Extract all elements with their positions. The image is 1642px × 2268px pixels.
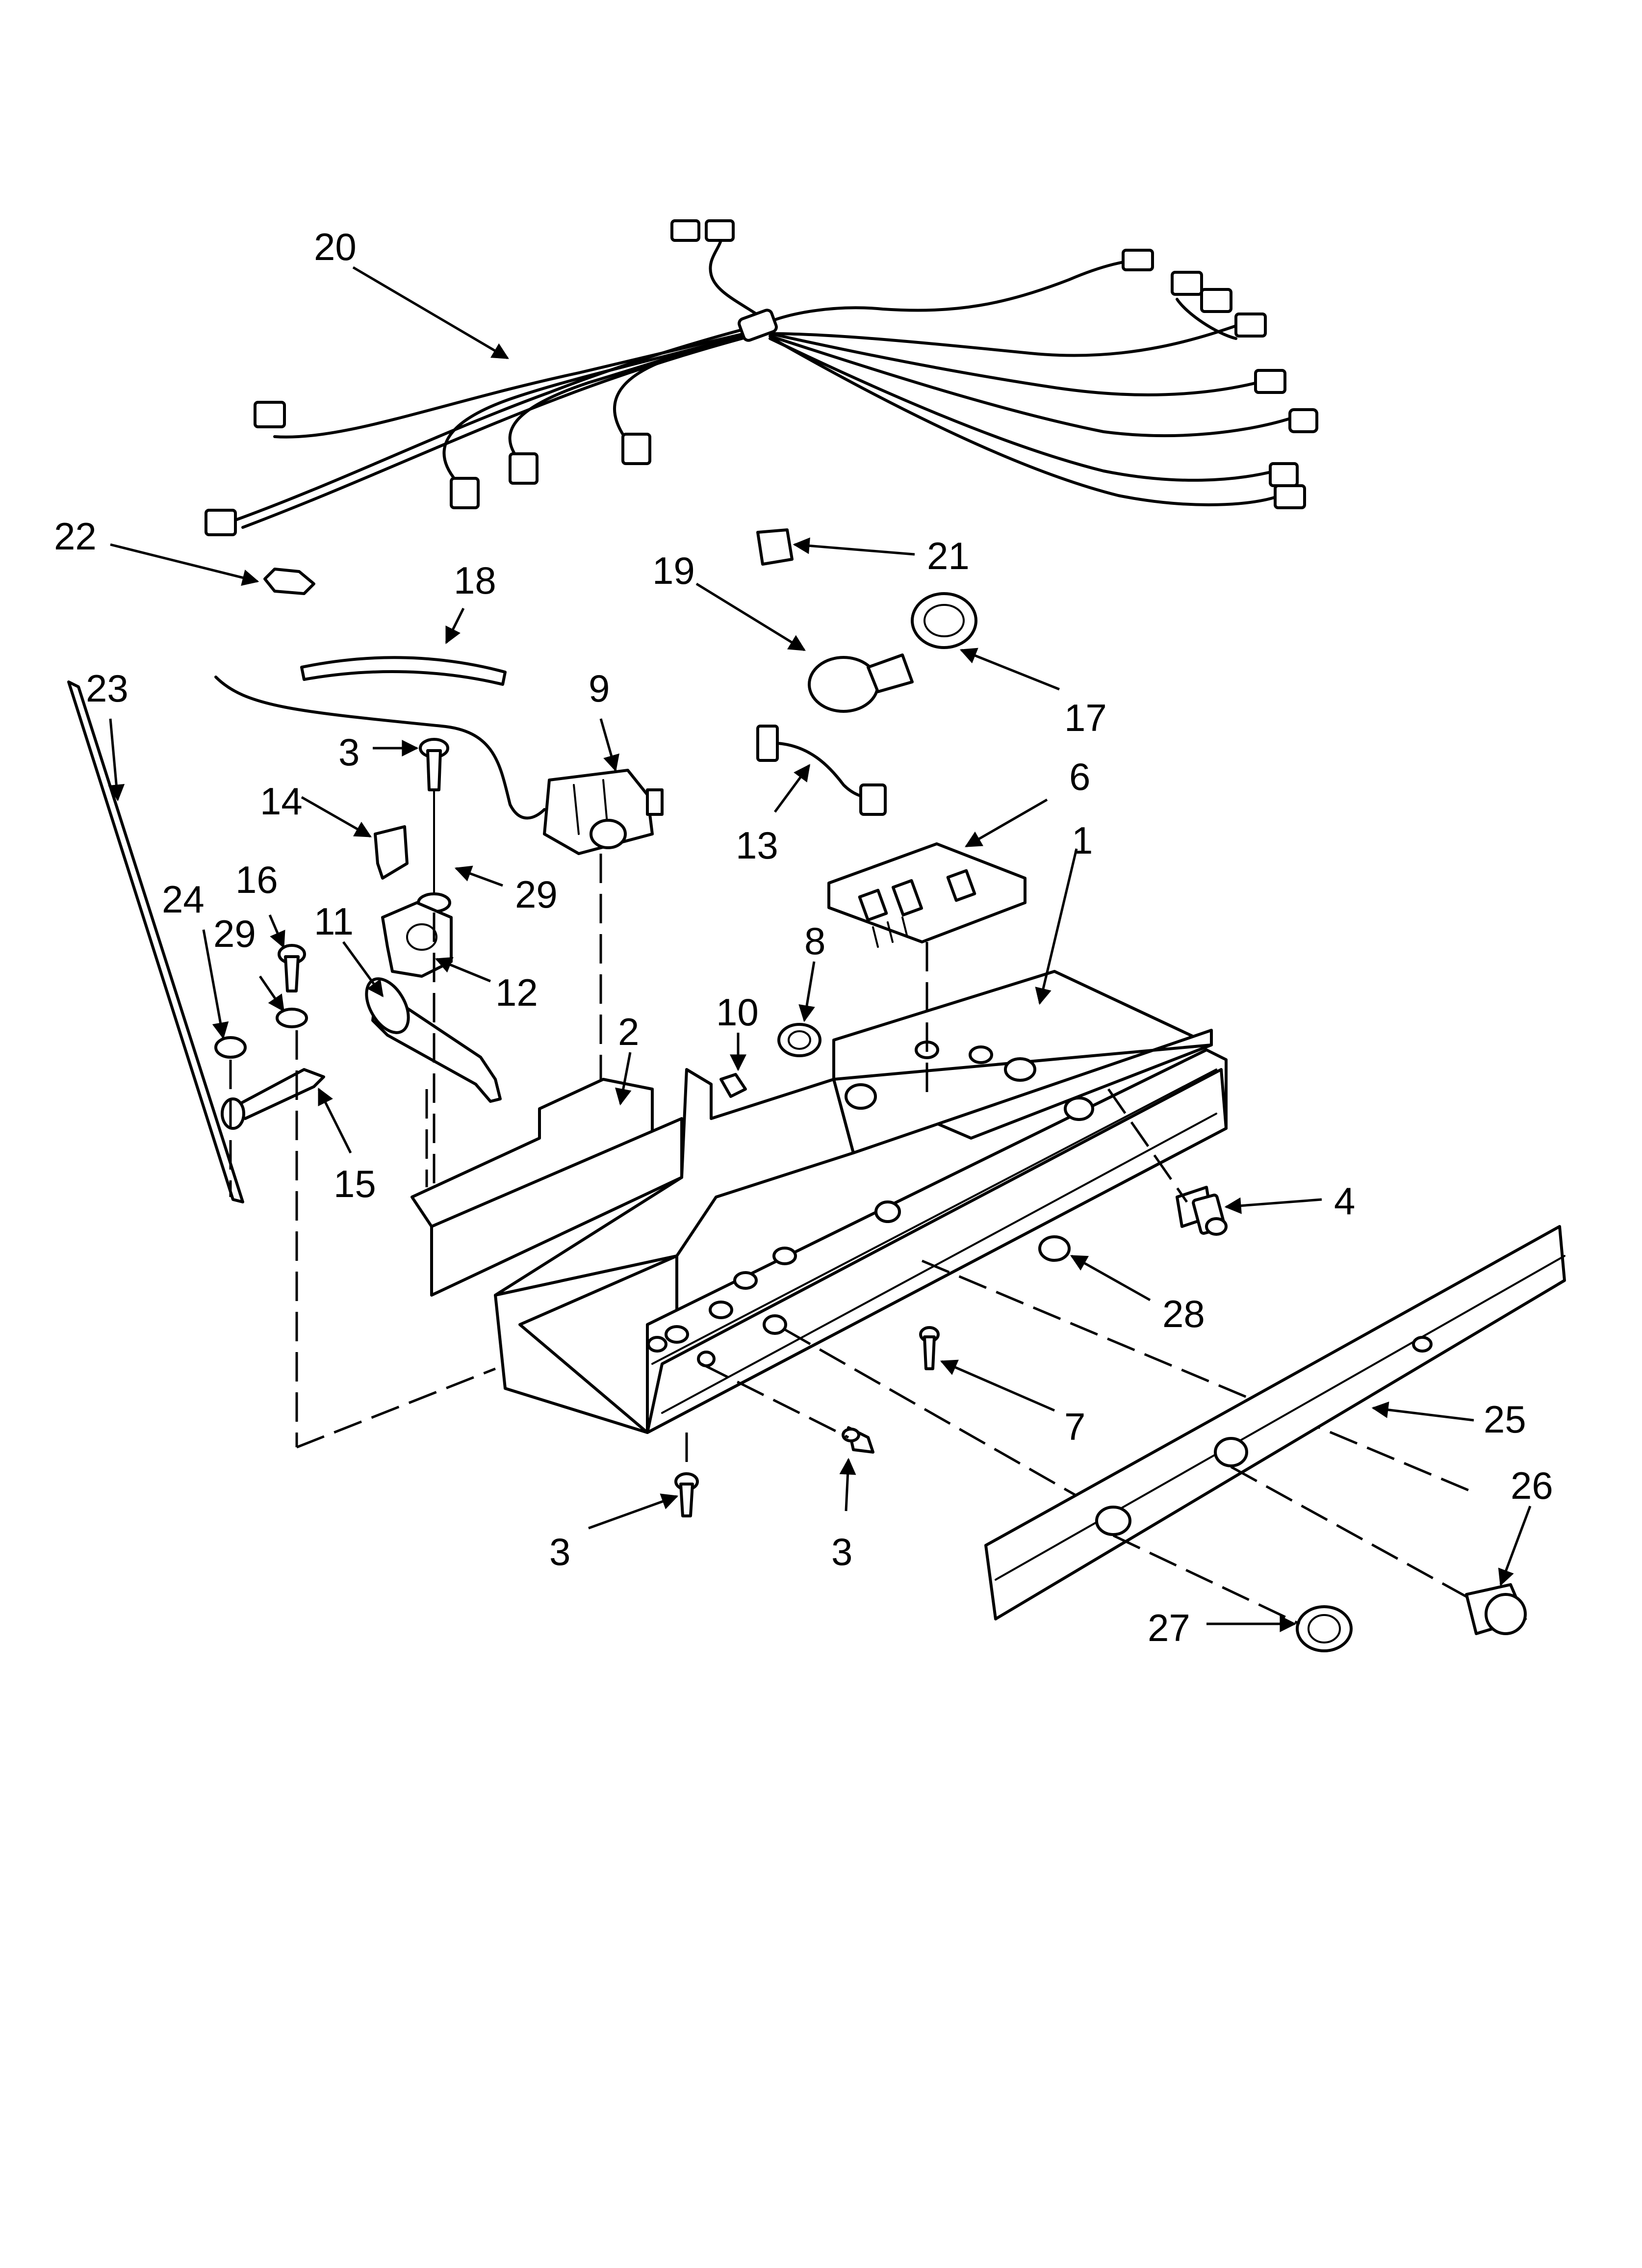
clip-part [263, 568, 315, 595]
callout-29-left: 29 [213, 912, 256, 955]
screw-7 [919, 1326, 940, 1370]
callout-4: 4 [1334, 1179, 1355, 1223]
switch-4 [1176, 1186, 1228, 1236]
callout-8: 8 [804, 919, 825, 963]
callout-22: 22 [54, 515, 97, 558]
lamp-socket [911, 592, 977, 649]
socket-bracket [756, 528, 794, 566]
callout-16: 16 [235, 858, 278, 901]
lens-28 [1038, 1235, 1071, 1262]
callout-21: 21 [927, 534, 970, 577]
screw-10 [719, 1073, 747, 1098]
front-panel [984, 1225, 1566, 1620]
control-board [827, 842, 1026, 948]
callout-15: 15 [334, 1162, 376, 1205]
screw-lower-left [674, 1472, 699, 1517]
callout-7: 7 [1064, 1405, 1085, 1448]
callout-10: 10 [716, 991, 759, 1034]
grommet-8 [777, 1023, 821, 1057]
callout-24: 24 [162, 878, 205, 921]
callout-3-upper: 3 [338, 730, 359, 774]
bracket-2 [410, 1078, 683, 1297]
callout-9: 9 [589, 667, 610, 710]
washer-24 [214, 1036, 247, 1059]
callout-20: 20 [314, 225, 357, 268]
wire-jumper [756, 725, 887, 816]
callout-19: 19 [652, 549, 695, 592]
shaft-11 [365, 977, 502, 1103]
tube-part [300, 656, 507, 686]
callout-13: 13 [736, 824, 778, 867]
screw-lower-right [842, 1426, 874, 1454]
callout-25: 25 [1484, 1398, 1526, 1441]
clip-14 [374, 825, 409, 880]
callout-28: 28 [1162, 1292, 1205, 1335]
temperature-control [543, 769, 664, 855]
callout-17: 17 [1064, 696, 1107, 739]
callout-labels: 20 22 21 18 19 17 23 9 3 14 13 6 29 16 2… [54, 225, 1553, 1649]
knob-27 [1296, 1605, 1353, 1652]
capillary-tube [214, 676, 546, 820]
light-bulb [808, 653, 914, 713]
callout-14: 14 [260, 780, 303, 823]
screw-upper [417, 738, 451, 913]
callout-2: 2 [618, 1010, 639, 1053]
screw-16 [278, 944, 306, 992]
washer-29-left [276, 1008, 308, 1028]
callout-26: 26 [1511, 1464, 1553, 1507]
rod-23 [67, 680, 244, 1203]
bracket-12 [381, 901, 453, 978]
callout-11: 11 [314, 900, 354, 943]
callout-3-lower-right: 3 [831, 1530, 852, 1573]
knob-26 [1465, 1583, 1527, 1635]
callout-29-right: 29 [515, 873, 558, 916]
callout-23: 23 [86, 667, 128, 710]
callout-12: 12 [495, 971, 538, 1014]
callout-18: 18 [454, 559, 496, 602]
callout-6: 6 [1069, 755, 1090, 798]
wire-harness [205, 219, 1318, 536]
callout-27: 27 [1148, 1606, 1190, 1649]
callout-3-lower-left: 3 [549, 1530, 570, 1573]
callout-1: 1 [1072, 819, 1093, 862]
leader-lines [108, 266, 1532, 1632]
